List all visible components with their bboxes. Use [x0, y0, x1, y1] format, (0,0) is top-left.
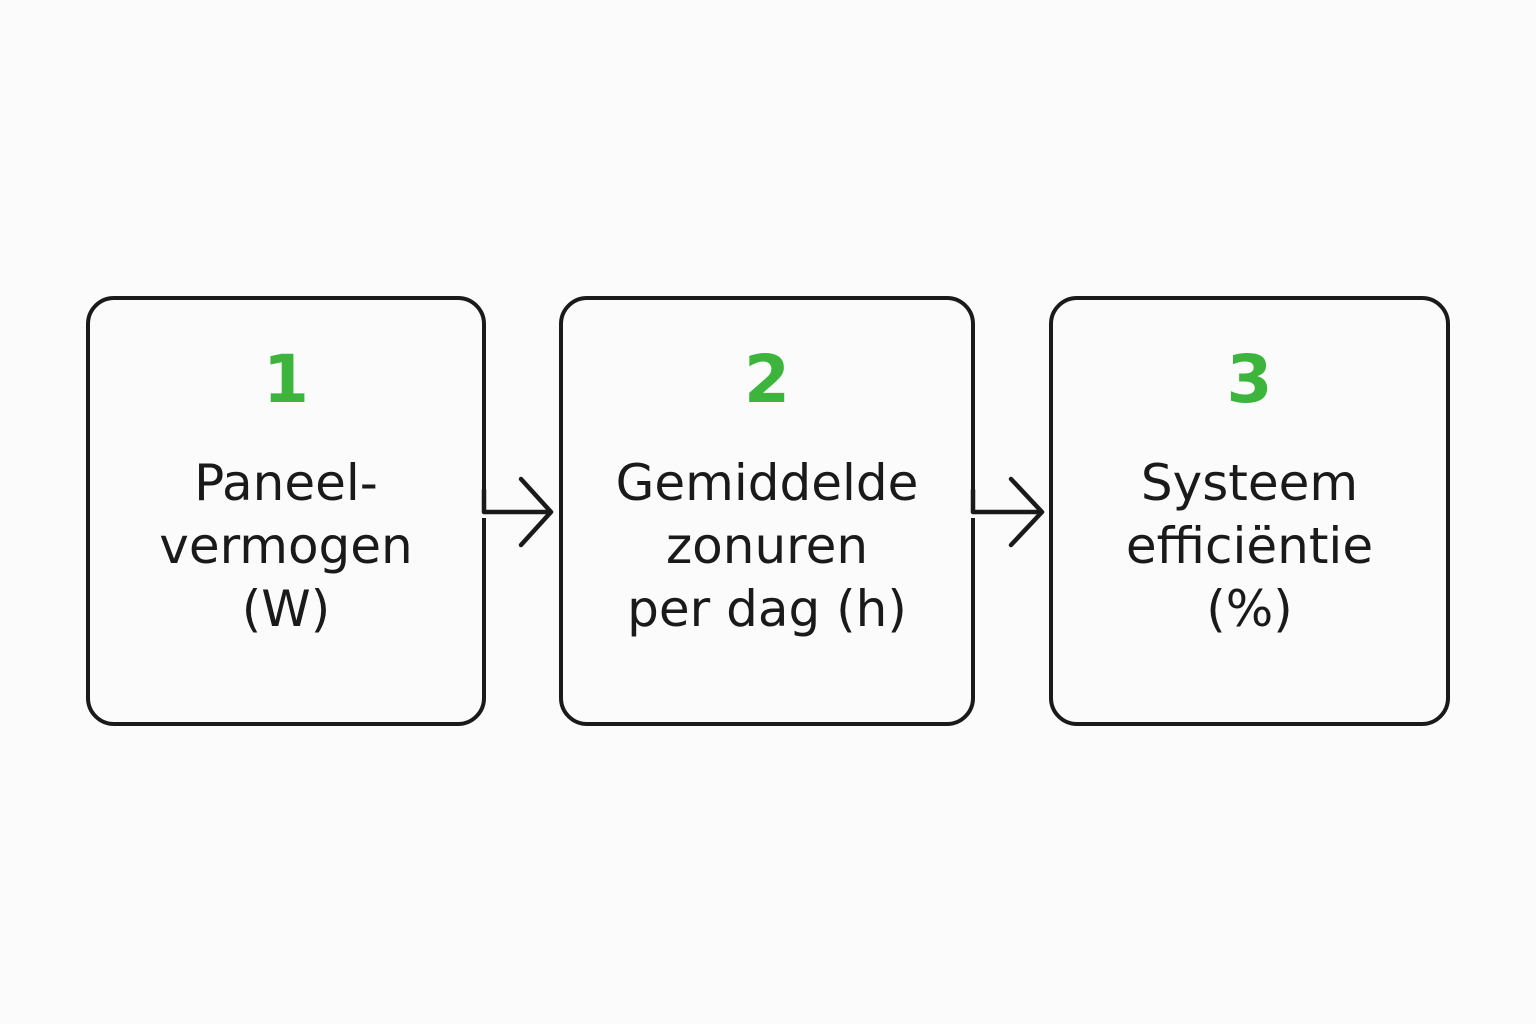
step-label-line: Gemiddelde — [615, 454, 919, 512]
step-label-line: (W) — [241, 580, 331, 638]
step-label-line: per dag (h) — [627, 580, 907, 638]
step-label-line: efficiëntie — [1125, 517, 1374, 575]
step-box-3: 3 Systeem efficiëntie (%) — [1049, 296, 1450, 726]
step-number-1: 1 — [263, 341, 309, 418]
step-label-line: zonuren — [665, 517, 869, 575]
step-label-line: vermogen — [159, 517, 413, 575]
step-label-line: Paneel- — [194, 454, 378, 512]
step-number-3: 3 — [1226, 341, 1273, 418]
step-label-3: Systeem efficiëntie (%) — [1053, 452, 1446, 641]
arrow-right-icon — [970, 476, 1045, 548]
step-box-1: 1 Paneel- vermogen (W) — [86, 296, 486, 726]
arrow-right-icon — [481, 476, 554, 548]
step-number-2: 2 — [744, 341, 790, 418]
step-label-line: (%) — [1206, 580, 1293, 638]
step-label-1: Paneel- vermogen (W) — [90, 452, 482, 641]
step-label-line: Systeem — [1140, 454, 1359, 512]
step-label-2: Gemiddelde zonuren per dag (h) — [563, 452, 971, 641]
step-box-2: 2 Gemiddelde zonuren per dag (h) — [559, 296, 975, 726]
